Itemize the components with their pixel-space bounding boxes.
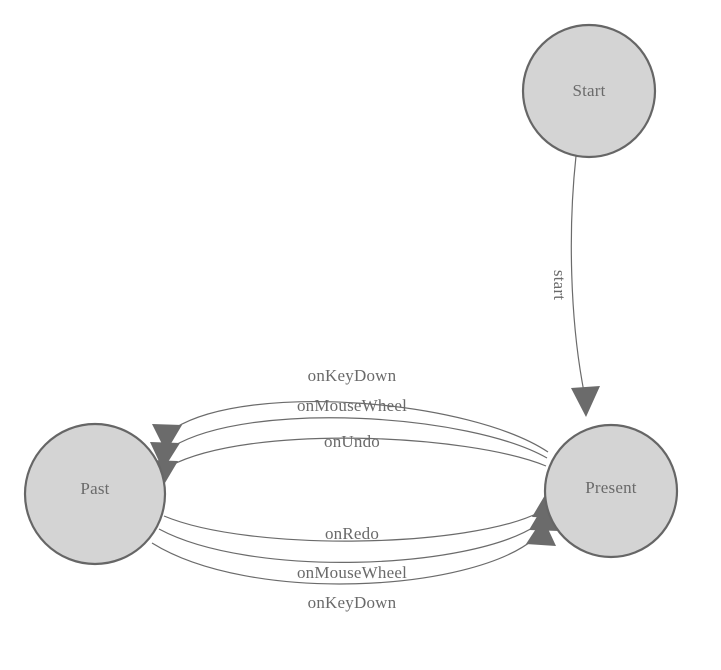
edge-label-present-to-past-3: onUndo (324, 432, 380, 451)
arrowhead-present-to-past-2 (150, 442, 180, 470)
arrowhead-start-to-present (571, 386, 600, 417)
edge-present-to-past-1-path (174, 401, 549, 453)
edge-past-to-present-1-path (163, 511, 541, 542)
node-start-circle (521, 23, 657, 159)
edge-past-to-present-3[interactable] (151, 518, 556, 585)
arrowhead-past-to-present-2 (529, 503, 559, 531)
node-start-label: Start (572, 81, 605, 100)
node-present-circle (543, 423, 679, 559)
node-start[interactable]: Start (521, 23, 657, 159)
edge-label-present-to-past-1: onKeyDown (308, 366, 397, 385)
node-past-label: Past (80, 479, 109, 498)
edge-past-to-present-3-path (151, 538, 535, 585)
edge-start-to-present[interactable] (570, 155, 600, 417)
edge-label-start: start (550, 270, 569, 300)
arrowhead-present-to-past-1 (152, 424, 182, 452)
edge-present-to-past-3-path (169, 437, 547, 467)
edge-start-to-present-path (570, 155, 585, 393)
edge-past-to-present-2[interactable] (158, 503, 559, 563)
edge-present-to-past-2-path (171, 417, 548, 459)
node-present[interactable]: Present (543, 423, 679, 559)
edge-present-to-past-1[interactable] (152, 401, 549, 453)
node-past[interactable]: Past (23, 422, 167, 566)
edge-label-past-to-present-1: onRedo (325, 524, 379, 543)
node-present-label: Present (585, 478, 637, 497)
arrowhead-past-to-present-3 (526, 518, 556, 546)
edge-label-present-to-past-2: onMouseWheel (297, 396, 407, 415)
edge-label-past-to-present-2: onMouseWheel (297, 563, 407, 582)
edge-past-to-present-2-path (158, 524, 538, 563)
edge-label-past-to-present-3: onKeyDown (308, 593, 397, 612)
node-past-circle (23, 422, 167, 566)
edge-present-to-past-2[interactable] (150, 417, 548, 470)
